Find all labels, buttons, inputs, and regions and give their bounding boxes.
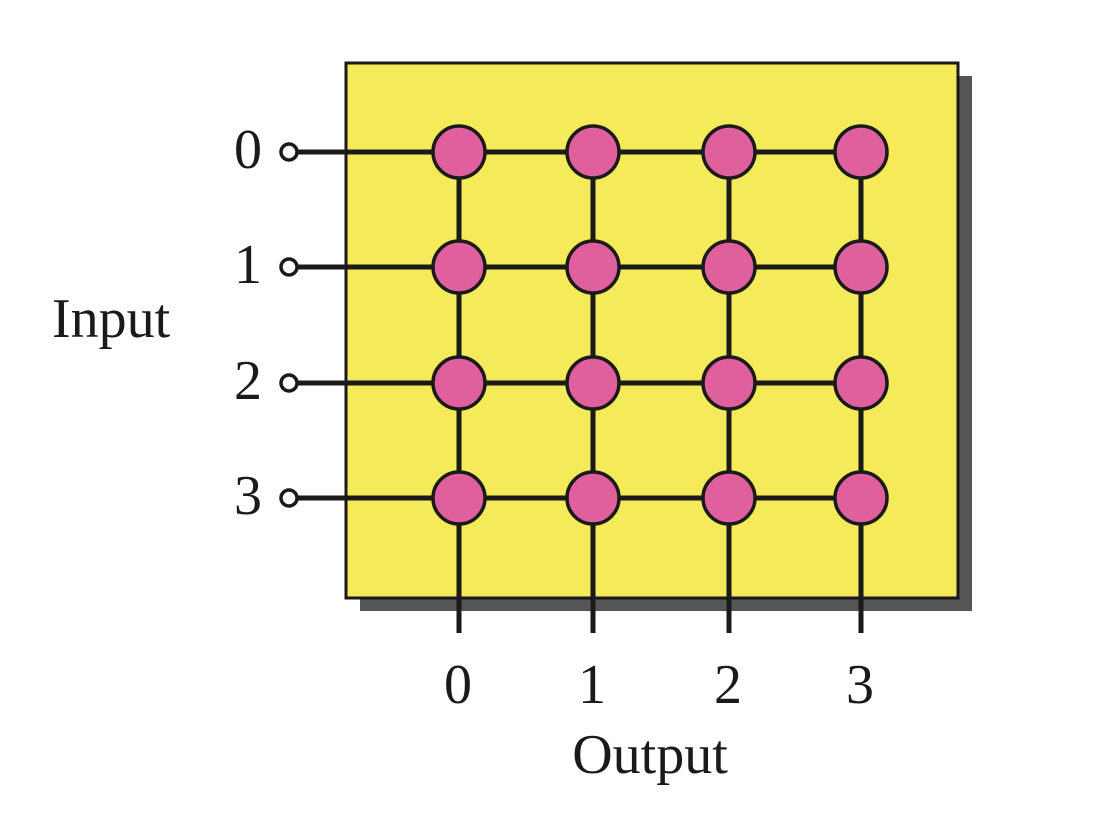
crosspoint-0-2 — [701, 124, 757, 180]
crosspoint-1-1 — [565, 239, 621, 295]
output-label-2: 2 — [714, 654, 742, 716]
crosspoint-3-0 — [431, 470, 487, 526]
input-label-1: 1 — [234, 234, 262, 296]
input-terminal-2 — [279, 373, 299, 393]
output-label-0: 0 — [444, 654, 472, 716]
input-axis-label: Input — [52, 288, 171, 350]
crosspoint-2-2 — [701, 355, 757, 411]
input-label-3: 3 — [234, 465, 262, 527]
crosspoint-3-3 — [833, 470, 889, 526]
input-terminal-0 — [279, 142, 299, 162]
crosspoint-1-0 — [431, 239, 487, 295]
output-axis-label: Output — [572, 724, 728, 786]
input-terminal-layer — [279, 142, 299, 508]
input-terminal-3 — [279, 488, 299, 508]
crosspoint-0-1 — [565, 124, 621, 180]
crosspoint-2-1 — [565, 355, 621, 411]
input-label-0: 0 — [234, 119, 262, 181]
crosspoint-1-2 — [701, 239, 757, 295]
crosspoint-0-0 — [431, 124, 487, 180]
crosspoint-3-1 — [565, 470, 621, 526]
crosspoint-2-0 — [431, 355, 487, 411]
output-label-1: 1 — [578, 654, 606, 716]
input-terminal-1 — [279, 257, 299, 277]
crosspoint-layer — [431, 124, 889, 526]
crosspoint-2-3 — [833, 355, 889, 411]
crosspoint-1-3 — [833, 239, 889, 295]
crosspoint-3-2 — [701, 470, 757, 526]
output-label-3: 3 — [846, 654, 874, 716]
crosspoint-0-3 — [833, 124, 889, 180]
input-label-2: 2 — [234, 350, 262, 412]
